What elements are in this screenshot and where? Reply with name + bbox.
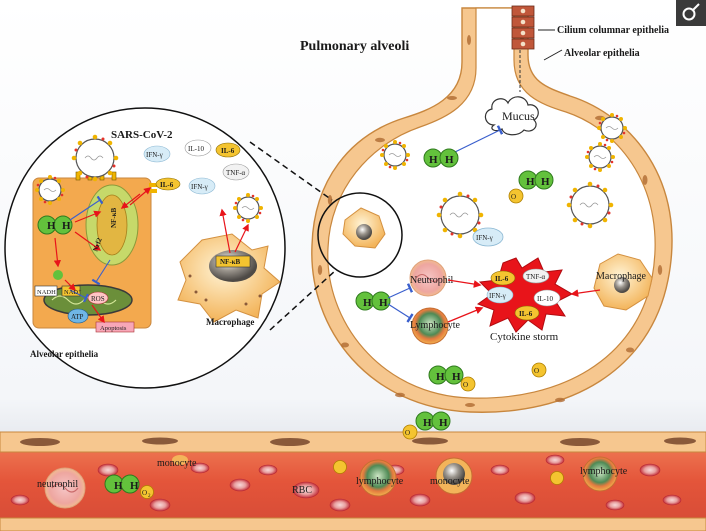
female-symbol-icon <box>676 0 706 26</box>
storm-il6-a: IL-6 <box>495 275 509 283</box>
pulmonary-alveoli-title: Pulmonary alveoli <box>300 39 409 54</box>
il6-inset-top: IL-6 <box>221 147 235 155</box>
mucus-label: Mucus <box>502 109 535 123</box>
nad-plus-label: NAD⁺ <box>64 289 82 296</box>
o2-label: O <box>463 381 468 389</box>
o2-label: O <box>405 429 410 437</box>
vessel-rbc-label: RBC <box>292 485 312 496</box>
inset-circle <box>4 107 286 389</box>
storm-il6-b: IL-6 <box>519 310 533 318</box>
h-letter: H <box>379 297 388 309</box>
vessel-monocyte-label: monocyte <box>157 458 197 469</box>
h-letter: H <box>62 220 71 232</box>
o2-label: O <box>142 489 147 497</box>
h-letter: H <box>47 220 56 232</box>
macrophage-alveolus-label: Macrophage <box>596 271 647 282</box>
cilium-columnar-label: Cilium columnar epithelia <box>557 25 669 36</box>
h-letter: H <box>541 176 550 188</box>
tnfa-inset: TNF-α <box>226 169 246 177</box>
ros-label: ROS <box>91 295 105 303</box>
o2-num: 2 <box>148 494 151 499</box>
blood-vessel: H H O 2 <box>0 431 706 531</box>
ifng-inset-1: IFN-γ <box>146 151 163 159</box>
cytokine-storm-label: Cytokine storm <box>490 331 559 343</box>
h-letter: H <box>452 371 461 383</box>
il10-inset: IL-10 <box>188 145 204 153</box>
alveolus <box>311 5 673 413</box>
storm-tnfa: TNF-α <box>526 273 546 281</box>
macrophage-inset-label: Macrophage <box>206 317 254 327</box>
o2-label: O <box>534 367 539 375</box>
sars-cov-2-label: SARS-CoV-2 <box>111 129 173 141</box>
vessel-neutrophil-label: neutrophil <box>37 479 78 490</box>
h-letter: H <box>436 371 445 383</box>
h-letter: H <box>363 297 372 309</box>
atp-label: ATP <box>71 313 84 321</box>
nfkb-cell: NF-κB <box>110 207 118 228</box>
h-letter: H <box>130 480 139 492</box>
h-letter: H <box>429 154 438 166</box>
storm-ifng: IFN-γ <box>489 292 506 300</box>
h-letter: H <box>526 176 535 188</box>
neutrophil-label: Neutrophil <box>410 275 454 286</box>
cilium-columnar-cells <box>511 5 535 50</box>
h-letter: H <box>445 154 454 166</box>
ifng-inset-2: IFN-γ <box>191 183 208 191</box>
storm-il10: IL-10 <box>537 295 553 303</box>
alveolar-epithelia-inset-label: Alveolar epithelia <box>30 349 99 359</box>
o2-label: O <box>511 193 516 201</box>
ifng-alveolus: IFN-γ <box>476 234 493 242</box>
vessel-lymphocyte-label: lymphocyte <box>356 476 404 487</box>
h-letter: H <box>439 417 448 429</box>
nfkb-macrophage: NF-κB <box>220 258 241 266</box>
vessel-monocyte-label-2: monocyte <box>430 476 470 487</box>
nadh-label: NADH <box>37 289 56 296</box>
h-letter: H <box>114 480 123 492</box>
alveolar-epithelia-top-label: Alveolar epithelia <box>564 48 640 59</box>
h-letter: H <box>423 417 432 429</box>
lymphocyte-label: Lymphocyte <box>410 320 461 331</box>
apoptosis-label: Apoptosis <box>100 325 127 332</box>
zoom-circle <box>317 192 403 278</box>
il6-inset-cell: IL-6 <box>160 181 174 189</box>
vessel-lymphocyte-label-2: lymphocyte <box>580 466 628 477</box>
